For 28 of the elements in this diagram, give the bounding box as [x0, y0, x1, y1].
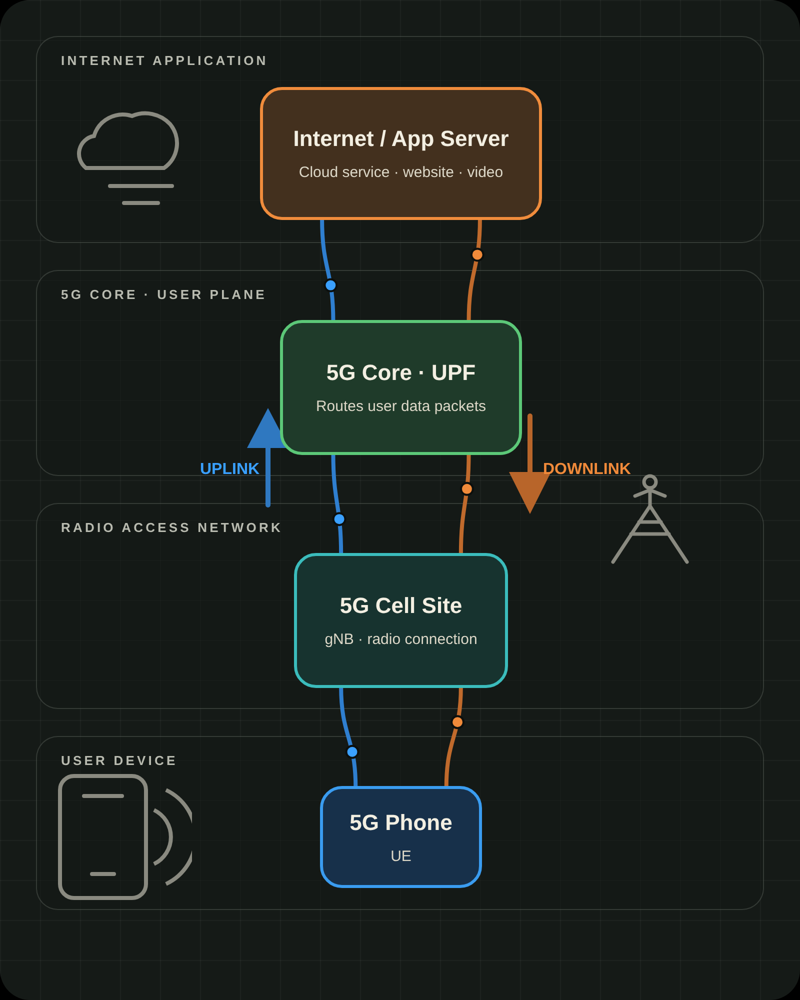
layer-heading: INTERNET APPLICATION	[61, 53, 268, 68]
component-subtitle: Cloud service · website · video	[298, 164, 504, 181]
component-box	[280, 320, 522, 455]
data-flow-line	[320, 218, 336, 322]
layer-band	[36, 736, 764, 910]
component-box	[320, 786, 482, 888]
data-flow-line	[339, 686, 358, 788]
component-subtitle: UE	[390, 848, 412, 864]
component-title: 5G Core · UPF	[326, 360, 476, 386]
component-box	[294, 553, 508, 688]
data-flow-line	[331, 453, 344, 555]
layer-heading: USER DEVICE	[61, 753, 178, 768]
data-flow-line	[458, 453, 471, 555]
component-title: 5G Phone	[350, 810, 452, 836]
component-title: 5G Cell Site	[340, 593, 462, 619]
layer-band	[36, 270, 764, 476]
direction-label: DOWNLINK	[543, 461, 631, 479]
component-title: Internet / App Server	[293, 126, 509, 152]
component-subtitle: Routes user data packets	[316, 398, 486, 415]
layer-band	[36, 36, 764, 243]
component-box	[260, 87, 542, 220]
data-flow-line	[466, 218, 482, 322]
component-subtitle: gNB · radio connection	[324, 631, 478, 648]
data-flow-line	[444, 686, 463, 788]
layer-band	[36, 503, 764, 709]
direction-label: UPLINK	[200, 461, 260, 479]
layer-heading: RADIO ACCESS NETWORK	[61, 520, 283, 535]
layer-heading: 5G CORE · USER PLANE	[61, 287, 267, 302]
